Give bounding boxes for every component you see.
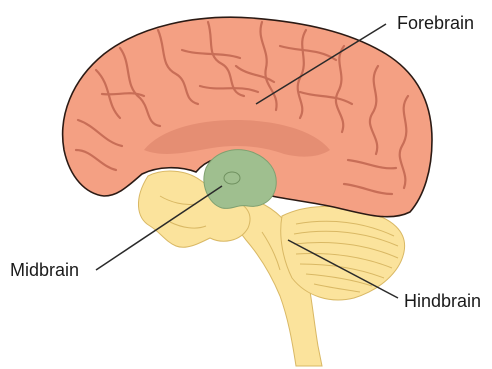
midbrain-label: Midbrain: [10, 261, 79, 279]
forebrain-label: Forebrain: [397, 14, 474, 32]
hindbrain-label: Hindbrain: [404, 292, 481, 310]
